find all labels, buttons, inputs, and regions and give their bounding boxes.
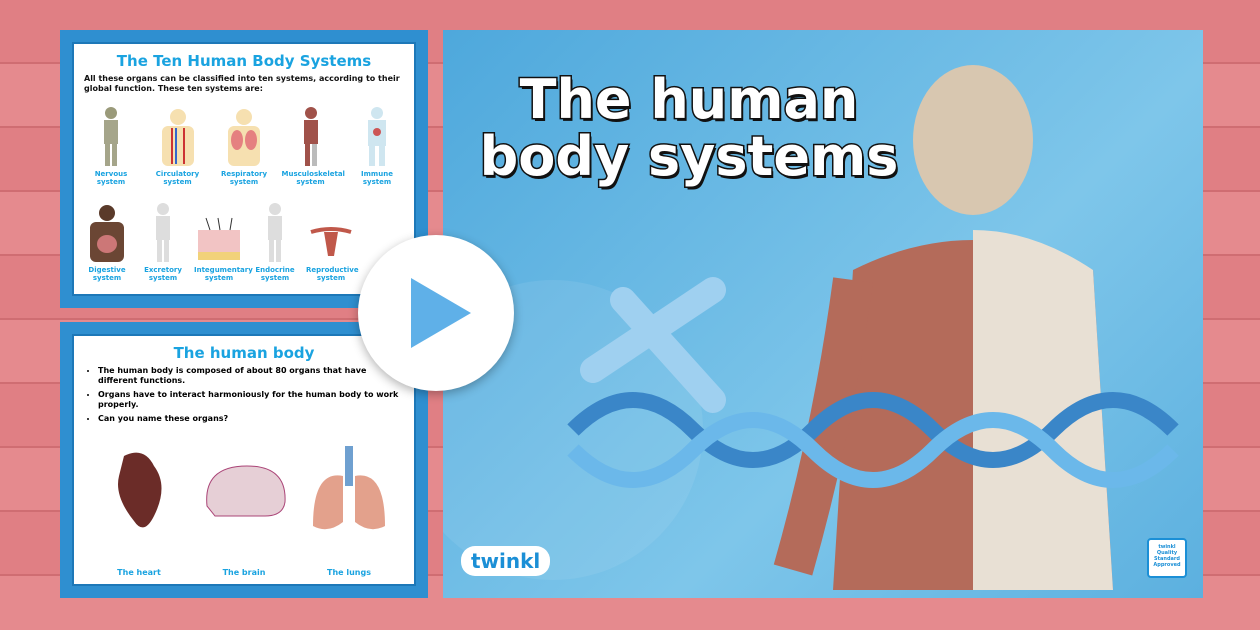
quality-badge: twinkl Quality Standard Approved [1147,538,1187,578]
thumbnail-ten-systems[interactable]: The Ten Human Body Systems All these org… [60,30,428,308]
immune-figure-icon [368,107,386,166]
system-item: Integumentary system [194,200,253,283]
slide-title: The Ten Human Body Systems [116,52,372,70]
systems-row-1: Nervous system Circulatory system Respir… [82,104,406,187]
intro-text: All these organs can be classified into … [84,74,400,93]
nervous-figure-icon [104,107,118,166]
organ-item: The brain [199,446,289,578]
dna-helix-icon [567,392,1179,488]
play-button[interactable] [358,235,514,391]
system-item: Nervous system [82,104,140,187]
thumbnail-human-body[interactable]: The human body The human body is compose… [60,322,428,598]
slide-content: The Ten Human Body Systems All these org… [74,44,414,294]
system-item: Digestive system [82,200,132,283]
chromosome-icon [580,277,726,413]
organ-item: The lungs [304,446,394,578]
organ-row: The heart The brain The lungs [94,446,394,578]
system-item: Circulatory system [149,104,207,187]
excretory-figure-icon [156,203,170,262]
integumentary-skin-icon [198,217,240,260]
respiratory-figure-icon [228,109,260,166]
system-item: Musculoskeletal system [282,104,345,187]
play-icon [411,278,471,348]
system-item: Endocrine system [250,200,300,283]
lungs-icon [313,446,385,530]
system-item: Respiratory system [215,104,273,187]
system-item: Excretory system [138,200,188,283]
system-item: Immune system [348,104,406,187]
heart-icon [118,452,162,528]
main-slide-preview[interactable]: The human body systems twinkl twinkl Qua… [443,30,1203,598]
bullet-list: The human body is composed of about 80 o… [98,366,404,424]
slide-content: The human body The human body is compose… [74,336,414,584]
digestive-figure-icon [90,205,124,262]
organ-item: The heart [94,446,184,578]
systems-row-2: Digestive system Excretory system Integu… [82,200,359,283]
brain-icon [206,465,286,517]
reproductive-organ-icon [310,227,352,256]
slide-title: The human body [173,344,315,362]
system-item: Reproductive system [306,200,359,283]
musculoskeletal-figure-icon [303,107,318,166]
endocrine-figure-icon [268,203,282,262]
circulatory-figure-icon [161,109,194,166]
main-title: The human body systems [478,68,900,188]
twinkl-logo: twinkl [461,546,551,576]
body-illustration [443,65,1179,590]
